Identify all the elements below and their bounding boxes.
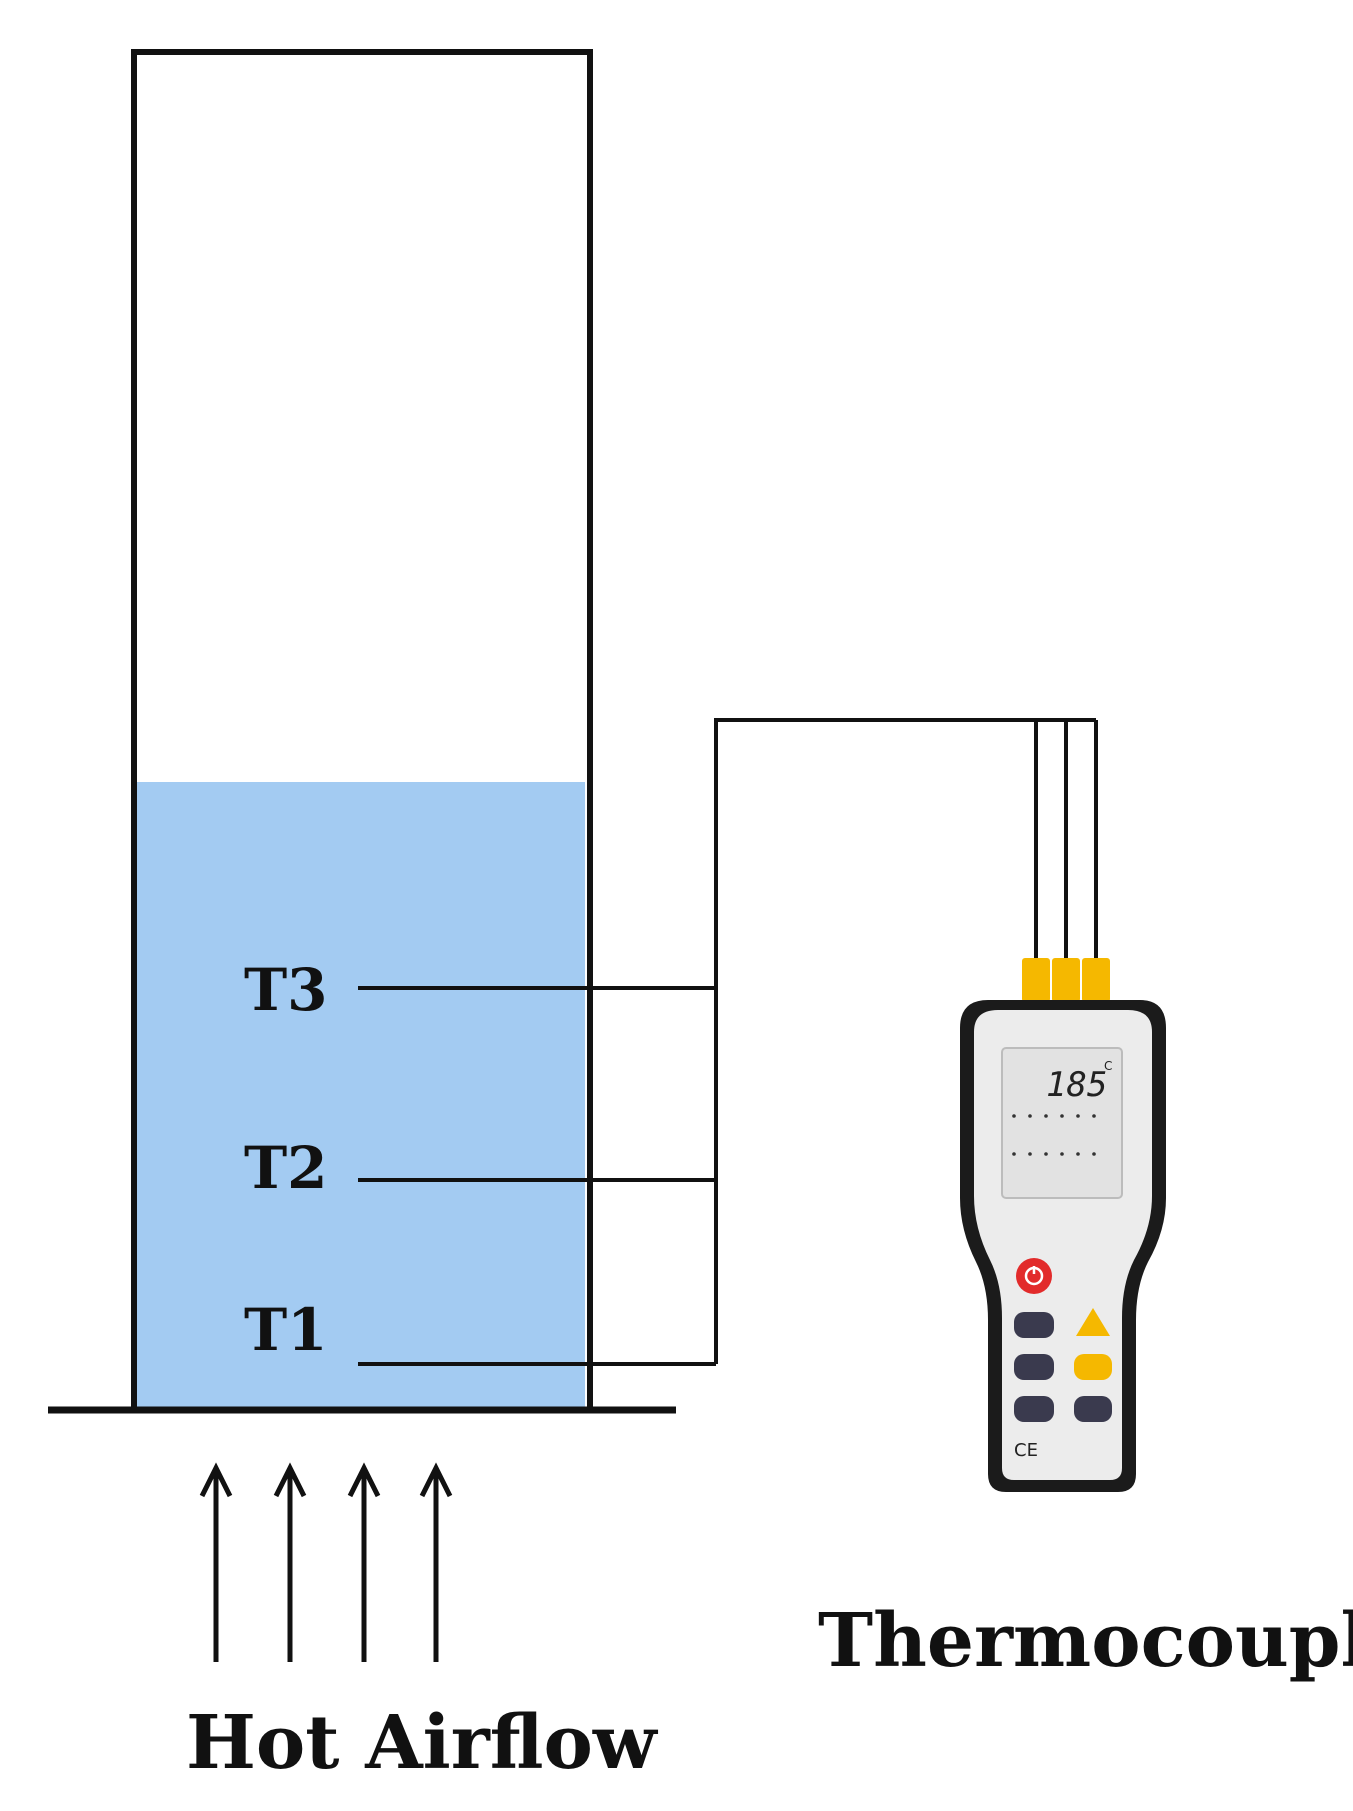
- liquid-fill: [134, 782, 585, 1410]
- lcd-dots-row-1: [1012, 1114, 1096, 1118]
- airflow-arrows: [199, 1462, 453, 1662]
- lcd-dots-row-2: [1012, 1152, 1096, 1156]
- connector-2: [1052, 958, 1080, 1002]
- lcd-unit: C: [1104, 1059, 1112, 1073]
- connector-3: [1082, 958, 1110, 1002]
- connector-1: [1022, 958, 1050, 1002]
- device-button-3[interactable]: [1014, 1396, 1054, 1422]
- device-button-2[interactable]: [1014, 1354, 1054, 1380]
- device-button-1[interactable]: [1014, 1312, 1054, 1338]
- caption-hot-airflow: Hot Airflow: [186, 1700, 659, 1786]
- arrow-up-icon: [347, 1462, 381, 1662]
- caption-thermocouple: Thermocouple: [818, 1598, 1353, 1684]
- label-t3: T3: [244, 956, 328, 1024]
- wire-route: [714, 718, 1096, 1364]
- lcd-screen: [1001, 1047, 1123, 1199]
- device-button-accent[interactable]: [1074, 1354, 1112, 1380]
- triangle-up-icon[interactable]: [1076, 1308, 1110, 1336]
- label-t2: T2: [244, 1134, 328, 1202]
- ce-mark: CE: [1014, 1440, 1038, 1461]
- arrow-up-icon: [273, 1462, 307, 1662]
- device-button-4[interactable]: [1074, 1396, 1112, 1422]
- arrow-up-icon: [419, 1462, 453, 1662]
- label-t1: T1: [244, 1296, 328, 1364]
- power-button[interactable]: [1016, 1258, 1052, 1294]
- thermocouple-device: 185 C: [960, 958, 1166, 1492]
- lcd-reading: 185: [1046, 1065, 1107, 1105]
- arrow-up-icon: [199, 1462, 233, 1662]
